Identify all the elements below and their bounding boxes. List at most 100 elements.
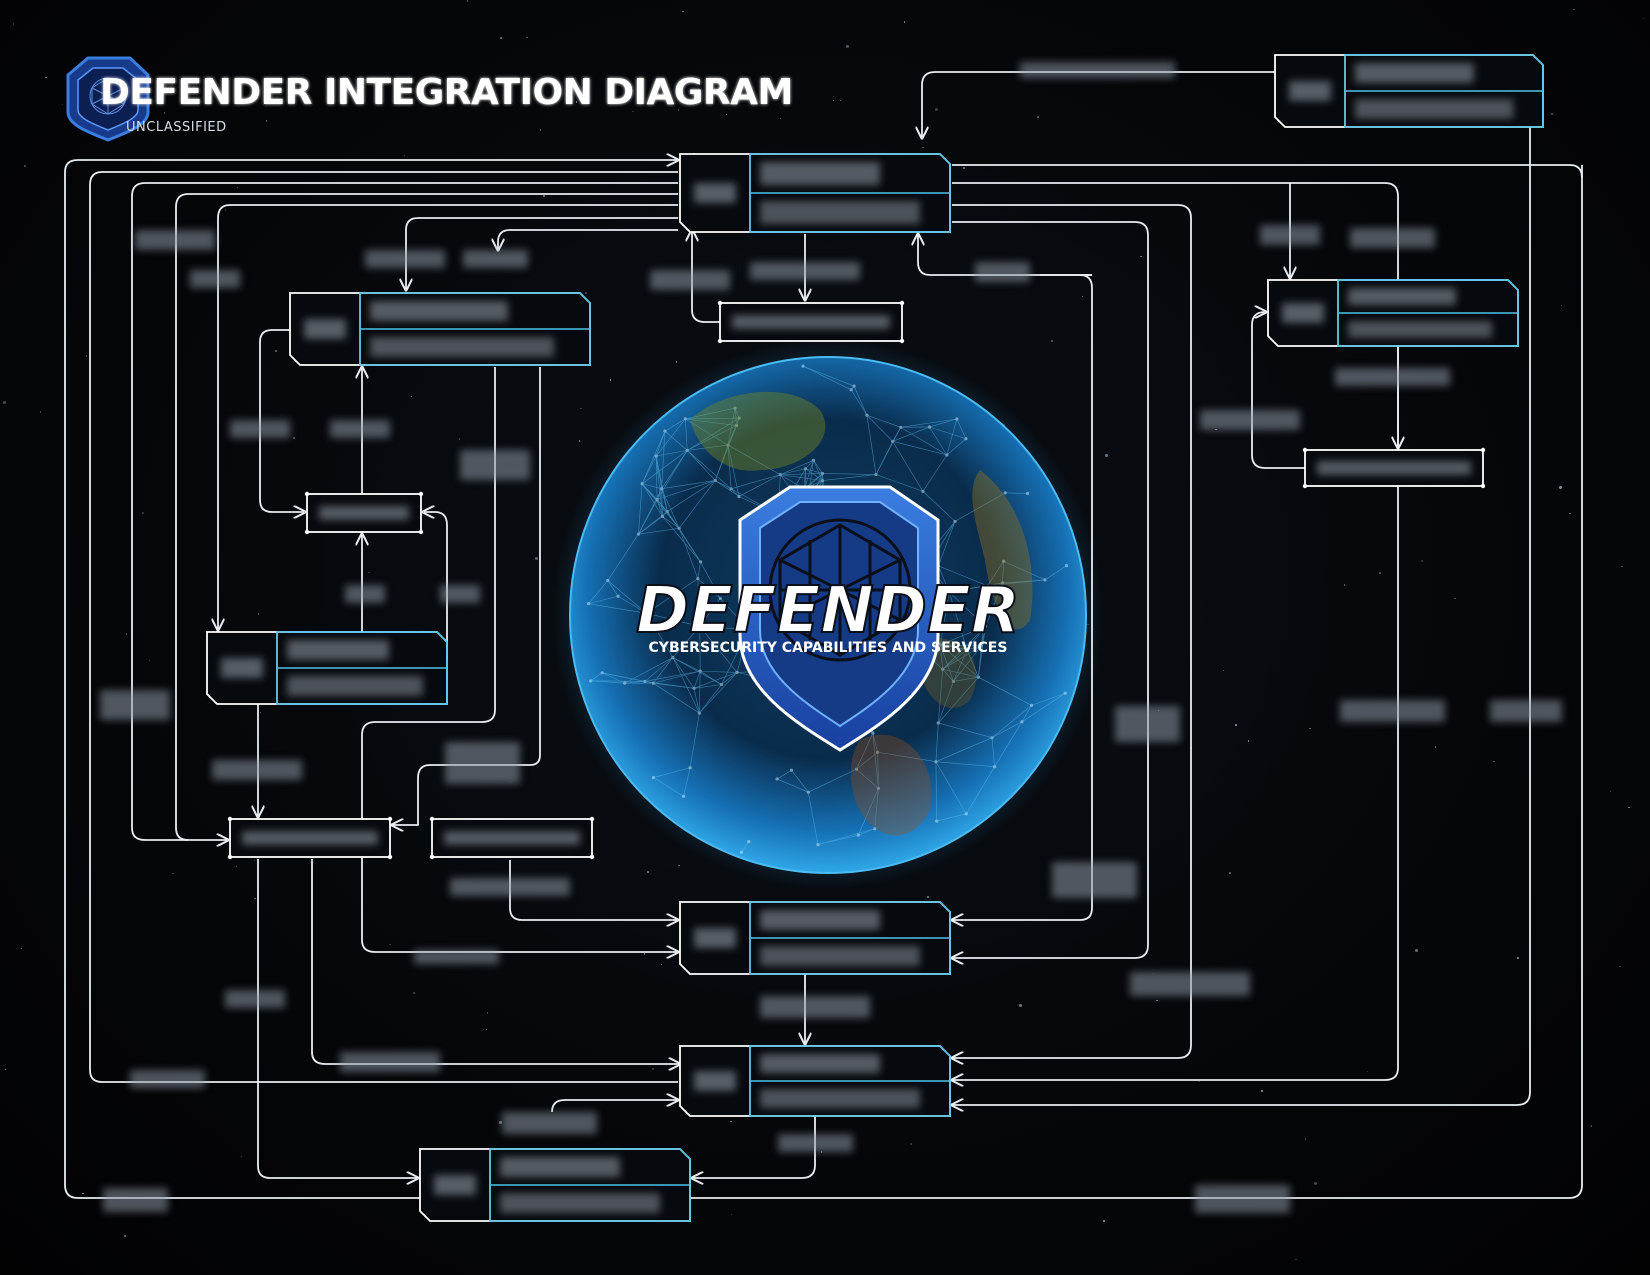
star	[500, 37, 502, 39]
mesh-node	[733, 406, 737, 410]
mesh-edge	[1031, 692, 1066, 706]
mesh-node	[677, 526, 681, 530]
mesh-edge	[641, 483, 680, 529]
star	[1140, 255, 1142, 258]
mesh-edge	[966, 649, 979, 678]
star	[927, 896, 929, 898]
mesh-edge	[942, 649, 968, 670]
star	[142, 512, 144, 514]
mesh-edge	[822, 473, 876, 475]
star	[677, 109, 680, 111]
node-id-redacted	[694, 1071, 736, 1091]
connector-labels	[100, 62, 1562, 1213]
node-corner-dot	[429, 816, 435, 822]
connector-label-redacted	[414, 950, 499, 964]
mesh-node	[655, 497, 659, 502]
star	[45, 76, 47, 79]
connector-label-redacted	[1200, 410, 1300, 430]
mesh-edge	[942, 668, 979, 678]
node-corner-dot	[304, 491, 310, 497]
mesh-edge	[727, 408, 736, 446]
mesh-node	[685, 448, 689, 452]
mesh-edge	[638, 483, 643, 535]
mesh-node	[983, 624, 988, 629]
node-label-redacted	[732, 315, 890, 329]
connector	[1251, 312, 1305, 469]
star	[61, 103, 64, 106]
star	[403, 154, 406, 157]
mesh-edge	[776, 769, 792, 780]
mesh-edge	[966, 766, 995, 814]
mesh-edge	[697, 561, 701, 579]
mesh-edge	[693, 671, 701, 689]
connector-label-redacted	[975, 262, 1030, 282]
mesh-edge	[699, 671, 701, 714]
mesh-edge	[935, 723, 939, 762]
connector	[509, 860, 678, 920]
mesh-edge	[655, 455, 658, 500]
mesh-edge	[981, 585, 988, 646]
node-accent	[276, 631, 448, 705]
star	[413, 992, 415, 994]
node-accent	[749, 901, 951, 975]
connector-label-redacted	[463, 250, 528, 268]
mesh-edge	[940, 644, 979, 678]
mesh-node	[681, 794, 686, 798]
node-box	[717, 300, 905, 344]
star	[1590, 1125, 1593, 1127]
mesh-edge	[978, 626, 986, 678]
mesh-edge	[685, 418, 737, 426]
star	[1229, 872, 1231, 874]
mesh-edge	[730, 488, 740, 497]
mesh-edge	[938, 565, 988, 587]
mesh-edge	[892, 441, 924, 492]
mesh-edge	[877, 751, 936, 762]
mesh-edge	[715, 480, 740, 497]
mesh-edge	[590, 680, 645, 682]
mesh-node	[803, 467, 808, 471]
mesh-edge	[991, 737, 995, 767]
star	[257, 613, 260, 615]
mesh-edge	[699, 684, 722, 714]
mesh-node	[934, 760, 938, 764]
mesh-edge	[1002, 561, 1004, 583]
star	[1235, 724, 1237, 726]
star	[486, 1012, 489, 1014]
connector-label-redacted	[130, 1070, 205, 1088]
node-id-redacted	[1282, 303, 1324, 323]
mesh-edge	[694, 684, 722, 689]
mesh-edge	[693, 672, 738, 689]
node-title-redacted	[1355, 63, 1474, 83]
mesh-edge	[940, 591, 950, 645]
star	[779, 117, 782, 120]
node-box	[1302, 447, 1486, 489]
mesh-edge	[727, 444, 781, 475]
mesh-edge	[875, 427, 902, 475]
mesh-edge	[683, 767, 691, 797]
connector	[64, 160, 1583, 1199]
connector-label-redacted	[460, 450, 530, 480]
mesh-edge	[966, 645, 982, 650]
mesh-edge	[662, 516, 701, 563]
star	[660, 963, 663, 966]
star	[1313, 1181, 1317, 1185]
star	[12, 23, 15, 25]
mesh-edge	[667, 480, 716, 512]
node-corner-dot	[429, 854, 435, 860]
mesh-edge	[856, 752, 878, 770]
node-id-redacted	[694, 183, 736, 203]
mesh-edge	[776, 778, 809, 793]
mesh-edge	[727, 445, 740, 497]
mesh-edge	[656, 450, 688, 457]
mesh-node	[811, 458, 816, 462]
mesh-node	[816, 843, 820, 847]
connector	[257, 859, 418, 1178]
node-card	[419, 1148, 691, 1222]
mesh-node	[852, 384, 856, 388]
mesh-edge	[949, 585, 988, 593]
mesh-edge	[858, 788, 879, 836]
mesh-node	[1063, 691, 1067, 695]
node-card	[679, 153, 951, 233]
star	[575, 101, 578, 103]
